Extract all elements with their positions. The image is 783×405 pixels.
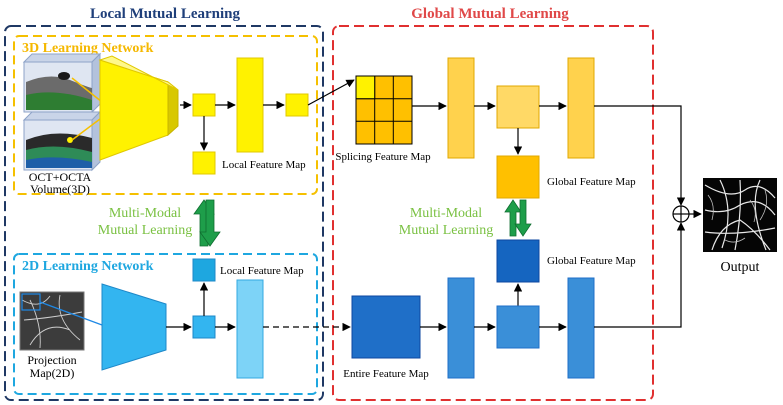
input-2d-label-line2: Map(2D): [30, 366, 75, 380]
global-mutual-learning-arrows: [504, 199, 532, 237]
input-2d-label-line1: Projection: [27, 353, 76, 367]
global-cube-bottom: [496, 305, 540, 349]
global-feature-map-top: [496, 155, 540, 199]
output-label: Output: [721, 260, 760, 275]
global-learning-frame: [332, 25, 654, 401]
local-feature-map-2d: [192, 258, 216, 282]
global-mm-label-line2: Mutual Learning: [399, 223, 493, 238]
local-mm-label-line2: Mutual Learning: [98, 223, 192, 238]
arrow-3d-to-splicing: [307, 79, 355, 106]
global-bar-top-1: [447, 57, 475, 159]
encoder-3d: [98, 55, 179, 161]
output-vessel-image: [703, 178, 777, 252]
global-bar-bottom-2: [567, 277, 595, 379]
entire-feature-map-label: Entire Feature Map: [343, 368, 429, 380]
entire-feature-map: [351, 295, 421, 359]
global-feature-map-bottom-label: Global Feature Map: [547, 255, 636, 267]
global-bar-bottom-1: [447, 277, 475, 379]
local-feature-map-3d-label: Local Feature Map: [222, 159, 306, 171]
global-feature-map-bottom: [496, 239, 540, 283]
input-3d-label-line1: OCT+OCTA: [29, 170, 92, 184]
output-cube-3d: [285, 93, 309, 117]
projection-zoom-connector: [39, 301, 103, 326]
network-2d-frame: [13, 253, 318, 395]
local-feature-map-3d: [192, 151, 216, 175]
local-section-title: Local Mutual Learning: [90, 6, 241, 22]
local-mm-label-line1: Multi-Modal: [109, 206, 181, 221]
local-learning-frame: [4, 25, 324, 401]
global-feature-map-top-label: Global Feature Map: [547, 176, 636, 188]
global-mm-label-line1: Multi-Modal: [410, 206, 482, 221]
global-cube-top: [496, 85, 540, 129]
merge-line-top: [594, 105, 686, 206]
oct-volume-cube-top: [22, 52, 102, 114]
global-section-title: Global Mutual Learning: [411, 6, 569, 22]
merge-line-bottom: [594, 222, 686, 328]
projection-map-image: [19, 291, 85, 351]
local-feature-map-2d-label: Local Feature Map: [220, 265, 304, 277]
feature-cube-3d: [192, 93, 216, 117]
global-bar-top-2: [567, 57, 595, 159]
network-3d-frame: [13, 35, 318, 195]
feature-cube-2d: [192, 315, 216, 339]
network-3d-title: 3D Learning Network: [22, 41, 154, 56]
encoder-2d: [101, 283, 167, 371]
decoder-bar-2d: [236, 279, 264, 379]
octa-volume-cube-bottom: [22, 110, 102, 172]
local-mutual-learning-arrows: [193, 199, 221, 247]
network-2d-title: 2D Learning Network: [22, 259, 154, 274]
splicing-feature-map-label: Splicing Feature Map: [335, 151, 431, 163]
decoder-bar-3d: [236, 57, 264, 153]
input-3d-label-line2: Volume(3D): [30, 182, 90, 196]
splicing-feature-map-grid: [355, 75, 413, 145]
